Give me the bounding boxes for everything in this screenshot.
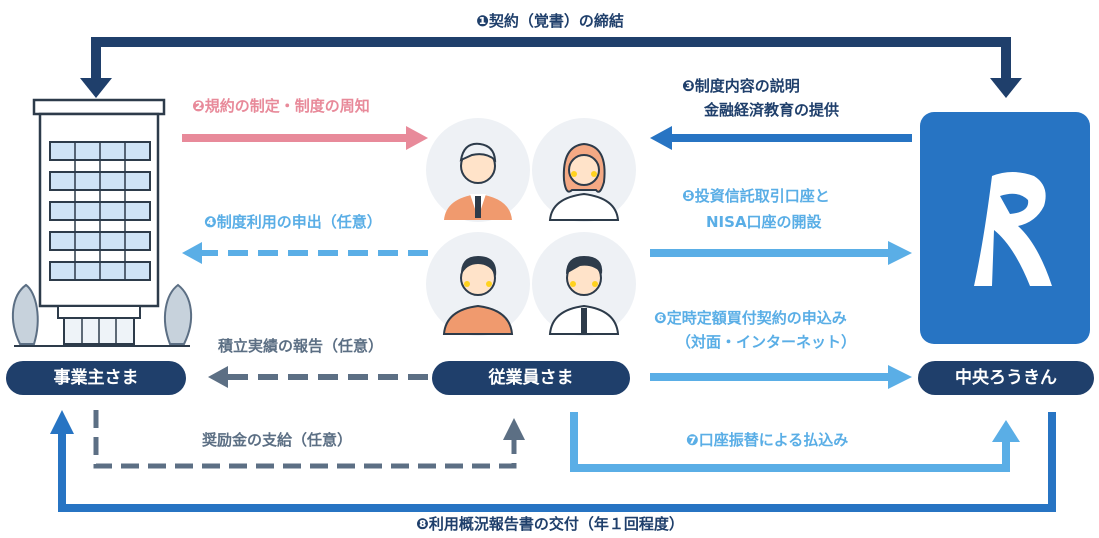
label-step6-line2: （対面・インターネット）	[676, 333, 857, 351]
label-step3-line2: 金融経済教育の提供	[704, 101, 840, 119]
label-step5-line2: NISA口座の開設	[706, 213, 822, 231]
arrow-step1-contract	[80, 37, 1022, 98]
label-step2: ❷規約の制定・制度の周知	[192, 97, 370, 115]
arrow-step6-purchase-contract	[650, 365, 912, 389]
man-avatar-icon	[532, 232, 636, 336]
arrow-step7-transfer	[570, 412, 1020, 472]
employer-badge: 事業主さま	[6, 361, 186, 395]
label-step5-line1: ❺投資信託取引口座と	[682, 187, 830, 205]
label-step4: ❹制度利用の申出（任意）	[204, 213, 382, 231]
label-step1: ❶契約（覚書）の締結	[476, 12, 624, 30]
woman-avatar-icon	[426, 232, 530, 336]
businesswoman-avatar-icon	[532, 118, 636, 222]
label-step6-line1: ❻定時定額買付契約の申込み	[654, 309, 847, 327]
office-building-icon	[11, 98, 193, 347]
arrow-incentive	[93, 410, 525, 469]
label-report: 積立実績の報告（任意）	[218, 337, 384, 355]
arrow-step2-rules	[182, 126, 428, 150]
arrow-report	[208, 366, 428, 388]
label-incentive: 奨励金の支給（任意）	[202, 431, 353, 449]
label-step8: ❽利用概況報告書の交付（年１回程度）	[416, 515, 684, 533]
arrow-step4-application	[182, 242, 428, 264]
employee-badge: 従業員さま	[432, 361, 630, 395]
arrow-step8-report-delivery	[50, 410, 1056, 512]
arrow-step3-explanation	[650, 126, 912, 150]
label-step3-line1: ❸制度内容の説明	[682, 77, 800, 95]
arrow-step5-account-opening	[650, 241, 912, 265]
businessman-avatar-icon	[426, 118, 530, 222]
chuo-rokin-logo-icon	[920, 112, 1090, 344]
bank-badge: 中央ろうきん	[918, 361, 1094, 395]
label-step7: ❼口座振替による払込み	[686, 431, 849, 449]
